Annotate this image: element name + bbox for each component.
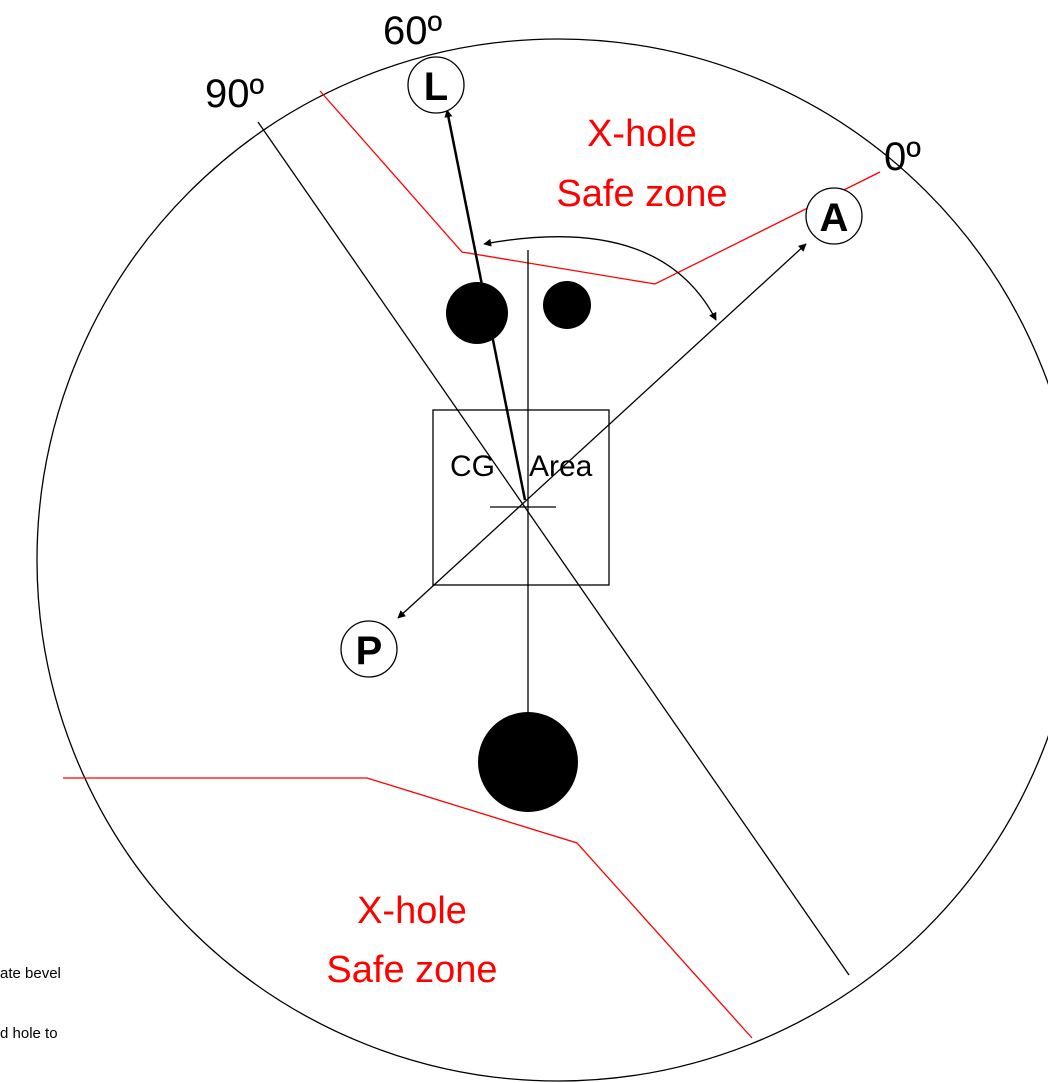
angle-90-label: 90º [205, 72, 264, 116]
ball-outline [36, 38, 1048, 1082]
cut-off-note-line1: ate bevel [0, 965, 61, 982]
axis-a-label: A [820, 196, 849, 240]
lift-circle [407, 56, 465, 114]
axis-p-label: P [356, 629, 383, 673]
safe-zone-bottom-boundary [63, 777, 753, 1039]
safe-zone-bottom-line2: Safe zone [326, 949, 497, 991]
safe-zone-top-line1: X-hole [587, 113, 697, 155]
safe-zone-bottom-line1: X-hole [357, 890, 467, 932]
angle-60-label: 60º [383, 9, 442, 53]
pa-axis-arrow [397, 243, 807, 619]
angle-0-label: 0º [884, 135, 921, 179]
finger-hole-left [446, 282, 508, 344]
thumb-hole [478, 712, 578, 812]
axis-a-circle [805, 187, 863, 245]
cut-off-note-line2: d hole to [0, 1025, 58, 1042]
area-label: Area [529, 450, 593, 483]
ninety-degree-line [257, 121, 850, 976]
lift-label: L [424, 65, 448, 109]
finger-hole-right [543, 281, 591, 329]
cg-label: CG [450, 450, 495, 483]
safe-zone-top-line2: Safe zone [556, 173, 727, 215]
cg-area-box [432, 409, 610, 586]
angle-arc [483, 236, 717, 321]
cut-off-note: ate bevel d hole to [0, 924, 61, 1064]
axis-p-circle [340, 620, 398, 678]
